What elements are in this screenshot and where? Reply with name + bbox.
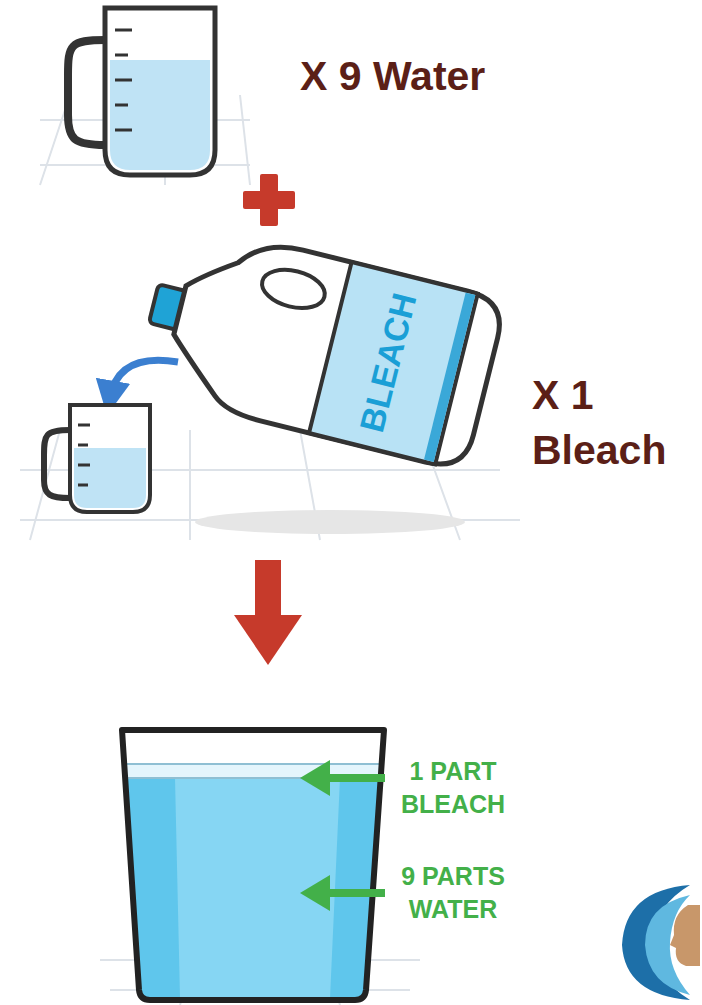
water-layer [126, 778, 381, 998]
bleach-bottle [132, 218, 506, 472]
plus-sign [243, 174, 295, 226]
small-jug [44, 405, 150, 512]
jug-ticks [78, 425, 90, 485]
cup-inside [122, 730, 384, 1000]
jug-ticks [115, 30, 132, 130]
bottle-handle [258, 264, 329, 314]
layer-label: 9 PARTS WATER [383, 860, 523, 925]
water-highlight [175, 778, 340, 998]
mixed-cup [122, 730, 384, 1000]
bottle-shadow [195, 510, 465, 534]
jug-water [110, 60, 210, 170]
jug-body [105, 8, 215, 175]
jug-body [70, 405, 150, 512]
jug-handle [44, 430, 70, 498]
label-stripe [424, 293, 475, 462]
pointer-line [325, 889, 385, 897]
layer-label: 1 PART BLEACH [383, 755, 523, 820]
cup-outline [122, 730, 384, 1000]
quantity-label: X 1 Bleach [532, 368, 692, 479]
jug-water [74, 448, 146, 508]
pointer-line [325, 774, 385, 782]
jug-handle [68, 40, 105, 145]
down-arrow [234, 560, 302, 665]
bottle-body [159, 225, 507, 472]
bottle-label [309, 262, 478, 464]
bottle-text: BLEACH [351, 291, 424, 437]
pointer-head [300, 760, 330, 796]
pointer-head [300, 875, 330, 911]
pointer-arrows [300, 760, 385, 911]
logo [622, 885, 700, 1000]
water-jug [68, 8, 215, 175]
quantity-label: X 9 Water [300, 52, 560, 101]
pour-arrow [110, 360, 178, 398]
